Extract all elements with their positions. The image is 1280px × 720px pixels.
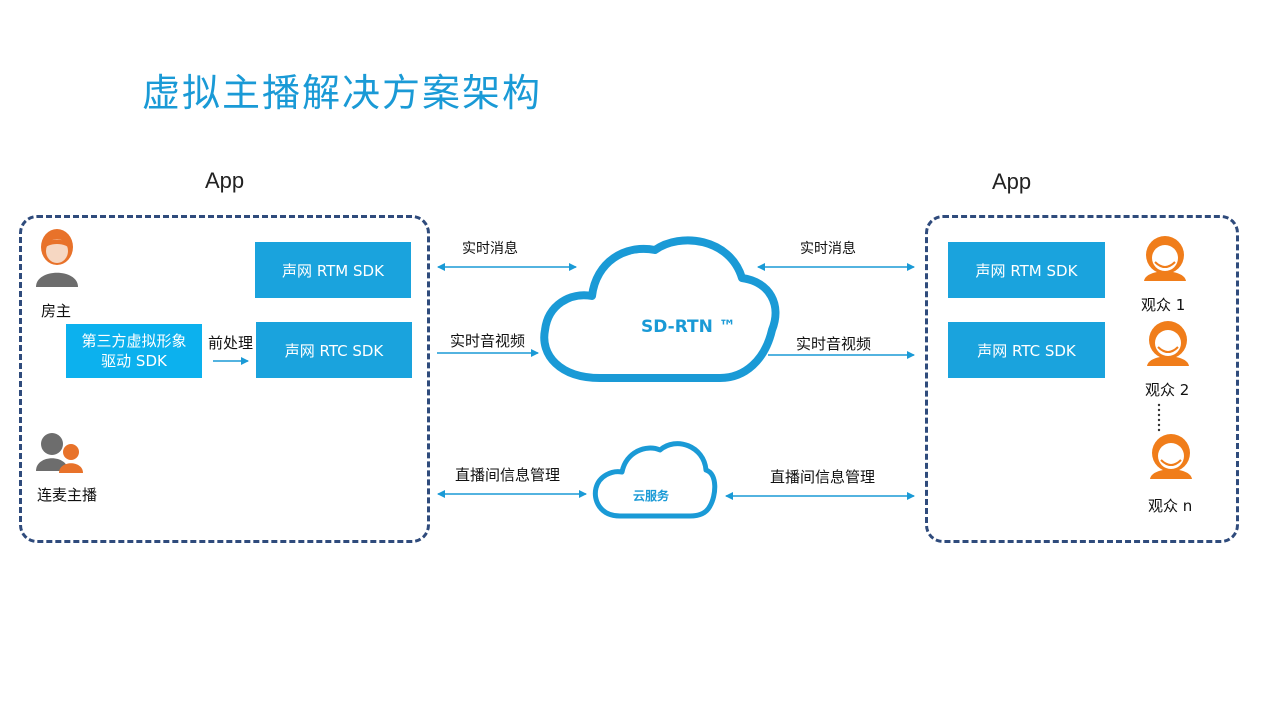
- cloud-service-label: 云服务: [633, 489, 670, 503]
- page-title: 虚拟主播解决方案架构: [142, 71, 543, 115]
- sd-rtn-label: SD-RTN ™: [641, 317, 736, 337]
- preprocess-label: 前处理: [208, 334, 254, 352]
- third-party-avatar-sdk: 第三方虚拟形象 驱动 SDK: [66, 324, 202, 378]
- host-label: 房主: [41, 302, 72, 320]
- right-room-mgmt-label: 直播间信息管理: [770, 468, 876, 486]
- right-messaging-label: 实时消息: [800, 241, 856, 257]
- audience-n-avatar-icon: [1150, 434, 1192, 479]
- audience-2-label: 观众 2: [1145, 381, 1190, 399]
- host-avatar-icon: [36, 229, 78, 287]
- right-app-panel: [925, 215, 1239, 543]
- right-rtm-sdk: 声网 RTM SDK: [948, 242, 1105, 298]
- sd-rtn-cloud-icon: [540, 236, 780, 382]
- left-rtm-sdk: 声网 RTM SDK: [255, 242, 411, 298]
- vertical-ellipsis-icon: [1157, 403, 1161, 432]
- right-app-label: App: [992, 169, 1032, 194]
- cohost-avatar-icon: [36, 433, 83, 473]
- left-app-label: App: [205, 168, 245, 193]
- left-room-mgmt-label: 直播间信息管理: [455, 466, 561, 484]
- audience-1-avatar-icon: [1144, 236, 1186, 281]
- third-party-sdk-line1: 第三方虚拟形象: [81, 332, 187, 350]
- audience-2-avatar-icon: [1147, 321, 1189, 366]
- cloud-service-icon: [592, 441, 718, 519]
- left-app-panel: [19, 215, 430, 543]
- left-messaging-label: 实时消息: [462, 241, 518, 257]
- right-av-label: 实时音视频: [796, 335, 872, 353]
- audience-1-label: 观众 1: [1141, 296, 1186, 314]
- cohost-label: 连麦主播: [37, 486, 98, 504]
- left-av-label: 实时音视频: [450, 332, 526, 350]
- left-rtc-sdk: 声网 RTC SDK: [256, 322, 412, 378]
- third-party-sdk-line2: 驱动 SDK: [101, 352, 167, 370]
- audience-n-label: 观众 n: [1148, 497, 1193, 515]
- right-rtc-sdk: 声网 RTC SDK: [948, 322, 1105, 378]
